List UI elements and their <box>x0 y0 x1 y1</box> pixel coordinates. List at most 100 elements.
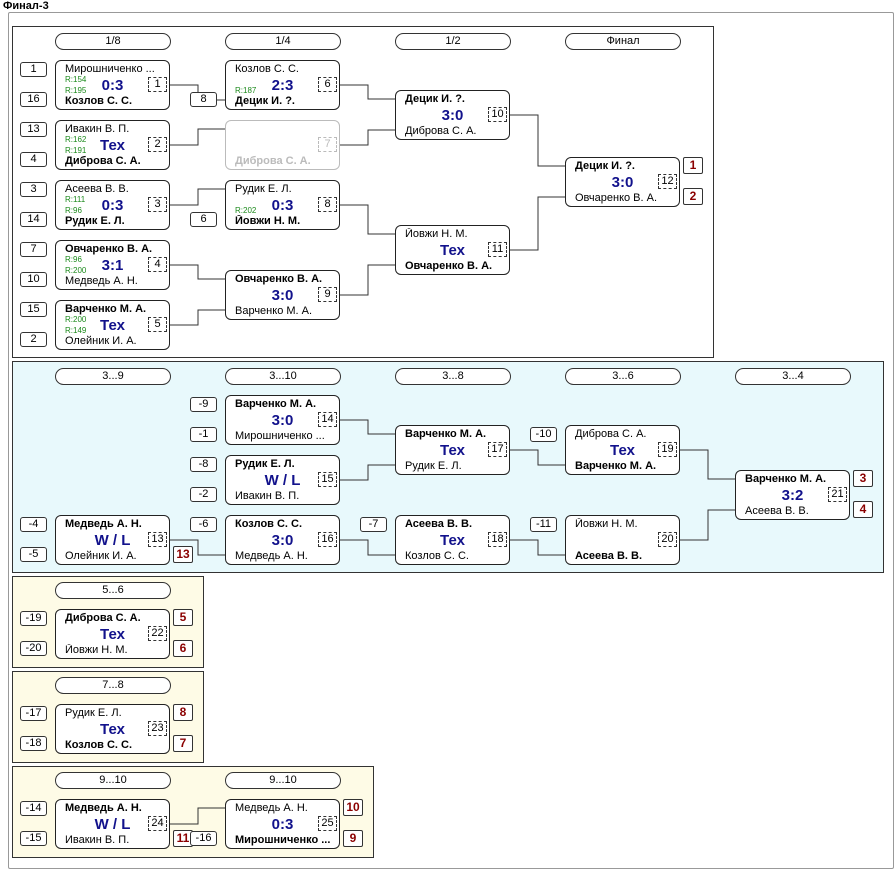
seed-top: 1 <box>20 62 47 77</box>
seed-top: -14 <box>20 801 47 816</box>
rating-top: R:200 <box>65 315 87 324</box>
round-header-c38: 3...8 <box>395 368 511 385</box>
seed-bottom: 8 <box>190 92 217 107</box>
round-header-c36: 3...6 <box>565 368 681 385</box>
player-bottom: Мирошниченко ... <box>235 834 331 846</box>
match-number: 5 <box>148 317 167 332</box>
match-22[interactable]: Диброва С. А. Йовжи Н. М.Тех 22 <box>55 609 170 659</box>
match-number: 19 <box>658 442 677 457</box>
player-bottom: Йовжи Н. М. <box>65 644 128 656</box>
match-20[interactable]: Йовжи Н. М.Асеева В. В.20 <box>565 515 680 565</box>
round-header-r18: 1/8 <box>55 33 171 50</box>
place-badge-bottom: 2 <box>683 188 703 205</box>
match-score: Тех <box>100 721 125 738</box>
match-7[interactable]: Диброва С. А.7 <box>225 120 340 170</box>
match-score: 0:3 <box>101 197 124 214</box>
round-header-c310: 3...10 <box>225 368 341 385</box>
player-top: Диброва С. А. <box>65 612 141 624</box>
rating-bottom: R:96 <box>65 206 82 215</box>
match-number: 18 <box>488 532 507 547</box>
seed-top: -10 <box>530 427 557 442</box>
player-bottom: Олейник И. А. <box>65 335 137 347</box>
match-number: 10 <box>488 107 507 122</box>
match-score: Тех <box>100 626 125 643</box>
match-number: 11 <box>488 242 507 257</box>
match-number: 12 <box>658 174 677 189</box>
player-bottom: Ивакин В. П. <box>65 834 130 846</box>
seed-top: 13 <box>20 122 47 137</box>
match-number: 15 <box>318 472 337 487</box>
seed-bottom: 4 <box>20 152 47 167</box>
player-bottom: Козлов С. С. <box>65 95 133 107</box>
player-bottom: Рудик Е. Л. <box>65 215 125 227</box>
seed-top: -4 <box>20 517 47 532</box>
rating-top: R:154 <box>65 75 87 84</box>
player-bottom: Рудик Е. Л. <box>405 460 462 472</box>
place-badge-bottom: 7 <box>173 735 193 752</box>
place-badge-top: 10 <box>343 799 363 816</box>
match-number: 7 <box>318 137 337 152</box>
player-bottom: Варченко М. А. <box>235 305 313 317</box>
match-score: 3:0 <box>271 412 294 429</box>
round-header-c910b: 9...10 <box>225 772 341 789</box>
seed-top: -9 <box>190 397 217 412</box>
match-number: 22 <box>148 626 167 641</box>
rating-top: R:162 <box>65 135 87 144</box>
match-score: Тех <box>610 442 635 459</box>
player-top: Рудик Е. Л. <box>65 707 122 719</box>
round-header-r12: 1/2 <box>395 33 511 50</box>
match-score: Тех <box>440 242 465 259</box>
seed-top: 3 <box>20 182 47 197</box>
match-number: 25 <box>318 816 337 831</box>
match-number: 9 <box>318 287 337 302</box>
place-badge-top: 5 <box>173 609 193 626</box>
player-bottom: Децик И. ?. <box>235 95 295 107</box>
player-bottom: Овчаренко В. А. <box>405 260 493 272</box>
match-score: 3:2 <box>781 487 804 504</box>
player-top: Асеева В. В. <box>405 518 472 530</box>
match-score: 3:0 <box>611 174 634 191</box>
match-score: 0:3 <box>101 77 124 94</box>
match-number: 16 <box>318 532 337 547</box>
player-bottom: Асеева В. В. <box>745 505 809 517</box>
match-number: 14 <box>318 412 337 427</box>
match-number: 13 <box>148 532 167 547</box>
player-top: Медведь А. Н. <box>65 802 142 814</box>
player-top: Рудик Е. Л. <box>235 183 292 195</box>
rating-bottom: R:191 <box>65 146 87 155</box>
match-score: 0:3 <box>271 197 294 214</box>
seed-bottom: 16 <box>20 92 47 107</box>
match-number: 4 <box>148 257 167 272</box>
rating-bottom: R:195 <box>65 86 87 95</box>
match-score: Тех <box>440 532 465 549</box>
match-score: Тех <box>440 442 465 459</box>
match-score: W / L <box>94 532 131 549</box>
seed-top: -17 <box>20 706 47 721</box>
player-top: Варченко М. А. <box>405 428 487 440</box>
seed-bottom: -2 <box>190 487 217 502</box>
match-score: Тех <box>100 137 125 154</box>
seed-bottom: 14 <box>20 212 47 227</box>
